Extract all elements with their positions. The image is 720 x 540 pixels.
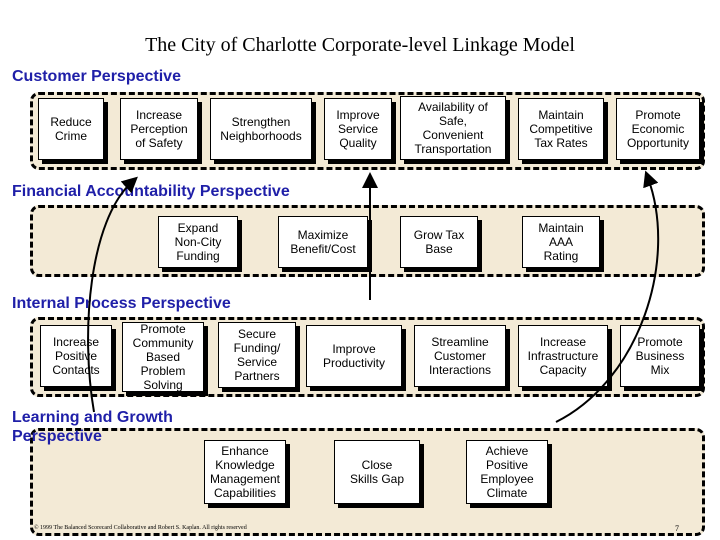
box-streamline-customer-interactions: Streamline Customer Interactions [414,325,506,387]
box-increase-infrastructure-capacity: Increase Infrastructure Capacity [518,325,608,387]
box-improve-productivity: Improve Productivity [306,325,402,387]
box-close-skills-gap: Close Skills Gap [334,440,420,504]
box-expand-non-city-funding: Expand Non-City Funding [158,216,238,268]
box-maintain-aaa-rating: Maintain AAA Rating [522,216,600,268]
copyright-notice: © 1999 The Balanced Scorecard Collaborat… [34,525,247,531]
box-promote-economic-opportunity: Promote Economic Opportunity [616,98,700,160]
box-achieve-positive-employee-climate: Achieve Positive Employee Climate [466,440,548,504]
box-strengthen-neighborhoods: Strengthen Neighborhoods [210,98,312,160]
box-grow-tax-base: Grow Tax Base [400,216,478,268]
internal-process-perspective-label: Internal Process Perspective [12,295,231,312]
financial-perspective-label: Financial Accountability Perspective [12,183,290,200]
box-promote-community-based-problem-solving: Promote Community Based Problem Solving [122,322,204,392]
box-secure-funding-service-partners: Secure Funding/ Service Partners [218,322,296,388]
learning-growth-perspective-label: Learning and Growth Perspective [12,409,173,445]
page-number: 7 [675,524,679,533]
box-availability-of-transportation: Availability of Safe, Convenient Transpo… [400,96,506,160]
box-maintain-competitive-tax-rates: Maintain Competitive Tax Rates [518,98,604,160]
box-enhance-knowledge-management: Enhance Knowledge Management Capabilitie… [204,440,286,504]
box-reduce-crime: Reduce Crime [38,98,104,160]
box-increase-perception-of-safety: Increase Perception of Safety [120,98,198,160]
customer-perspective-label: Customer Perspective [12,67,181,86]
box-improve-service-quality: Improve Service Quality [324,98,392,160]
box-maximize-benefit-cost: Maximize Benefit/Cost [278,216,368,268]
box-promote-business-mix: Promote Business Mix [620,325,700,387]
box-increase-positive-contacts: Increase Positive Contacts [40,325,112,387]
page-title: The City of Charlotte Corporate-level Li… [145,34,575,56]
